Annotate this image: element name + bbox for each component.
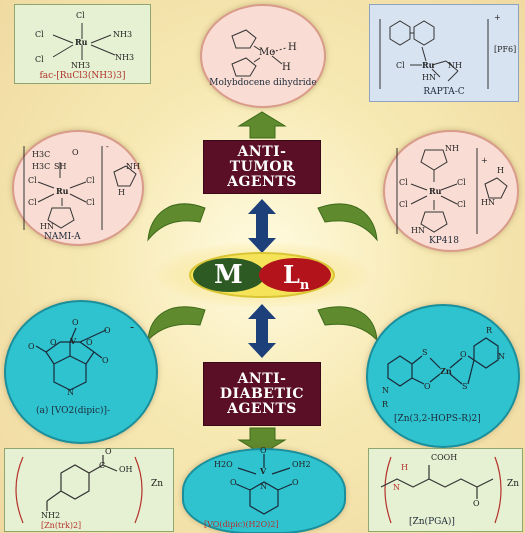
arrow-down-bottom — [237, 427, 287, 455]
panel-zn-hops: S O Zn O S N R N R [Zn(3,2-HOPS-R)2] — [366, 304, 520, 448]
label-zn-pga: [Zn(PGA)] — [409, 517, 455, 527]
vo-dipic-structure — [235, 454, 293, 515]
label-vo2-dipic: (a) [VO2(dipic)]- — [36, 406, 111, 416]
ligand-ellipse — [259, 258, 331, 292]
leaf-arrow-topright — [317, 203, 378, 242]
label-zn-trk: [Zn(trk)2] — [41, 521, 82, 530]
nami-structure — [23, 146, 137, 230]
metal-ellipse — [193, 258, 265, 292]
panel-zn-pga: H N COOH O Zn [Zn(PGA)] — [368, 448, 523, 532]
label-kp418: KP418 — [429, 236, 459, 246]
label-molybdocene: Molybdocene dihydride — [209, 78, 317, 88]
ligand-label: Ln — [283, 260, 310, 293]
panel-zn-trk: O C OH NH2 Zn [Zn(trk)2] — [4, 447, 174, 532]
panel-molybdocene: Mo H H Molybdocene dihydride — [200, 4, 326, 108]
double-arrow-bottom — [248, 304, 276, 358]
panel-ru-ammine: Cl Cl Ru NH3 Cl NH3 NH3 fac-[RuCl3(NH3)3… — [14, 4, 151, 84]
molybdocene-structure — [231, 29, 287, 77]
panel-rapta: + [PF6] Ru Cl NH HN RAPTA-C — [369, 4, 519, 102]
zn-trk-structure — [15, 455, 143, 524]
arrow-up-top — [237, 111, 287, 139]
panel-vo-dipic: O V H2O OH2 O O N [VO(dipic)(H2O)2] — [182, 446, 346, 533]
label-rapta: RAPTA-C — [423, 87, 465, 97]
label-nami: NAMI-A — [44, 232, 81, 242]
label-ru-ammine: fac-[RuCl3(NH3)3] — [39, 71, 126, 81]
leaf-arrow-topleft — [147, 203, 206, 242]
double-arrow-top — [248, 199, 276, 253]
panel-vo2-dipic: V O O O O O O N - (a) [VO2(dipic)]- — [4, 300, 158, 444]
label-vo-dipic: [VO(dipic)(H2O)2] — [204, 520, 279, 529]
label-zn-hops: [Zn(3,2-HOPS-R)2] — [394, 414, 481, 424]
vo2-dipic-structure — [35, 327, 107, 391]
leaf-arrow-bottomleft — [147, 306, 206, 342]
zn-pga-structure — [380, 456, 502, 524]
metal-label: M — [214, 260, 243, 290]
rapta-structure — [379, 19, 489, 89]
zn-hops-structure — [387, 337, 499, 387]
panel-kp418: NH Ru Cl Cl Cl Cl HN + H HN KP418 — [383, 130, 519, 252]
panel-nami: H3C O H3C SH Ru Cl Cl Cl Cl HN - NH H NA… — [12, 130, 144, 246]
kp418-structure — [396, 148, 508, 234]
ru-ammine-structure — [52, 23, 116, 60]
